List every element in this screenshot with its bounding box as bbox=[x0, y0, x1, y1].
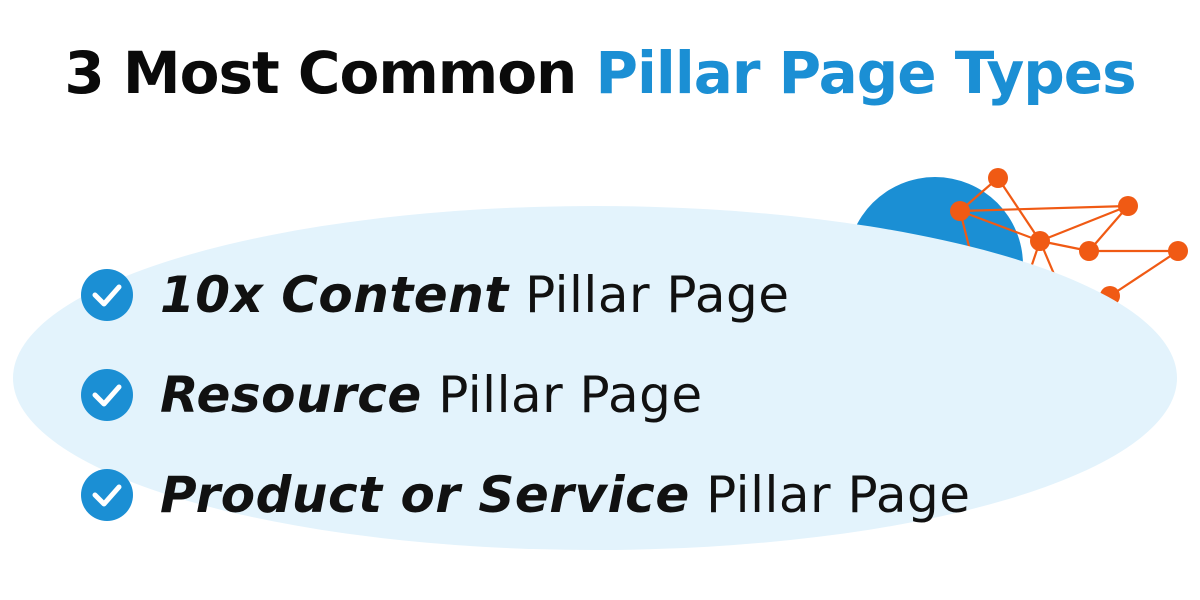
list-item-emphasis: Product or Service bbox=[160, 466, 690, 524]
list-item-rest: Pillar Page bbox=[689, 466, 971, 524]
list-item: Resource Pillar Page bbox=[80, 345, 1140, 445]
pillar-type-list: 10x Content Pillar Page Resource Pillar … bbox=[80, 245, 1140, 545]
list-item-text: Resource Pillar Page bbox=[160, 370, 703, 420]
light-blue-ellipse bbox=[13, 206, 1177, 550]
list-item-text: Product or Service Pillar Page bbox=[160, 470, 971, 520]
check-circle-icon bbox=[81, 469, 133, 521]
list-item-emphasis: Resource bbox=[160, 366, 422, 424]
title-accent: Pillar Page Types bbox=[595, 39, 1137, 107]
list-item-text: 10x Content Pillar Page bbox=[160, 270, 789, 320]
list-item: 10x Content Pillar Page bbox=[80, 245, 1140, 345]
list-item-emphasis: 10x Content bbox=[160, 266, 509, 324]
check-circle-icon bbox=[81, 369, 133, 421]
network-nodes bbox=[950, 168, 1188, 306]
title-lead: 3 Most Common bbox=[64, 39, 577, 107]
list-item-rest: Pillar Page bbox=[421, 366, 703, 424]
list-item: Product or Service Pillar Page bbox=[80, 445, 1140, 545]
page-title: 3 Most Common Pillar Page Types bbox=[0, 39, 1200, 107]
list-item-rest: Pillar Page bbox=[508, 266, 790, 324]
check-circle-icon bbox=[81, 269, 133, 321]
